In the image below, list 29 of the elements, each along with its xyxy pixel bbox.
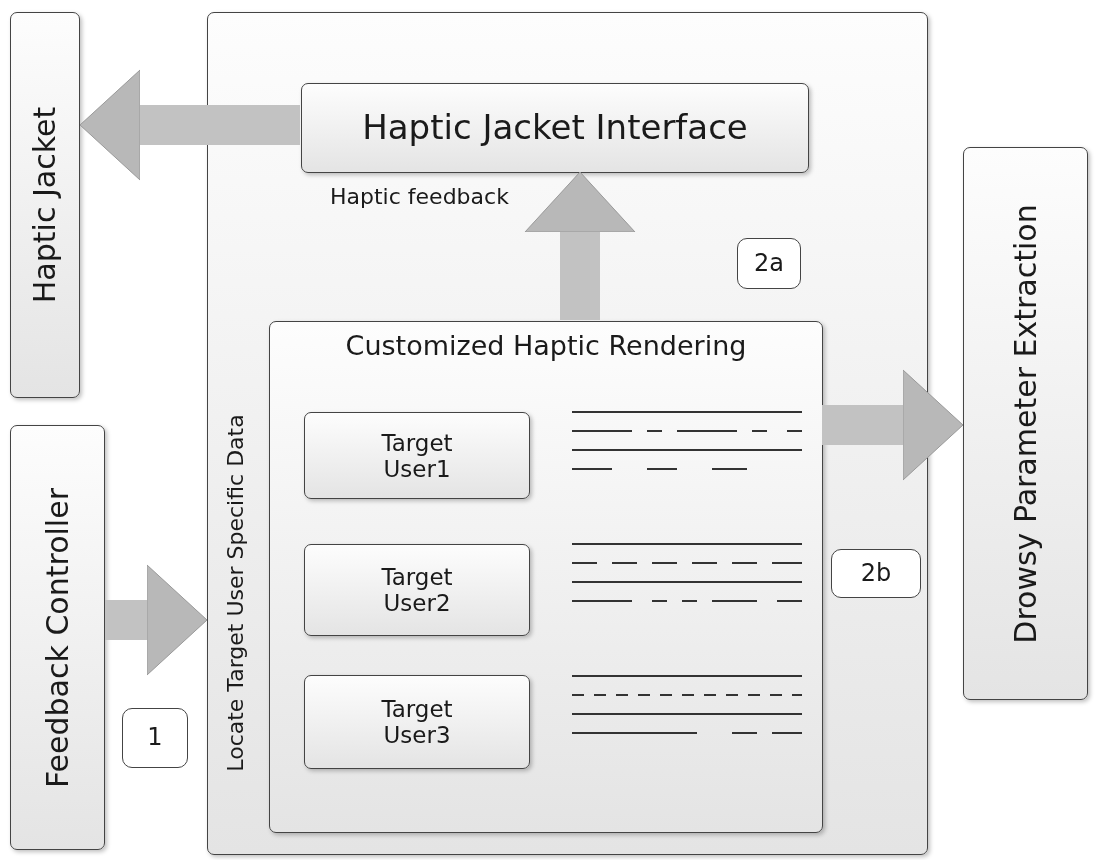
vertical-box (963, 147, 1088, 700)
step-badge (737, 238, 801, 289)
block-arrow (822, 369, 964, 481)
step-badge (122, 708, 188, 768)
vertical-box (10, 12, 80, 398)
node-label: Drowsy Parameter Extraction (1008, 202, 1043, 646)
node-label: Customized Haptic Rendering (344, 330, 748, 362)
node-label: 2b (860, 559, 892, 588)
rendering-panel (269, 321, 823, 833)
step-badge (831, 549, 921, 598)
node-label: 2a (754, 249, 784, 278)
block-arrow (105, 564, 208, 676)
user-box (304, 544, 530, 636)
user-box (304, 675, 530, 769)
container-panel (207, 12, 928, 855)
node-label: Feedback Controller (40, 486, 75, 790)
node-label: Locate Target User Specific Data (223, 414, 249, 772)
node-label: 1 (147, 724, 163, 752)
node-label: Target User2 (380, 563, 454, 617)
user-box (304, 412, 530, 499)
interface-box (301, 83, 809, 173)
vertical-box (10, 425, 105, 850)
block-arrow (524, 171, 636, 320)
edge-label: Haptic feedback (330, 184, 509, 210)
node-label: Haptic Jacket (27, 105, 63, 306)
block-arrow (79, 69, 300, 181)
node-label: Haptic Jacket Interface (362, 108, 748, 148)
node-label: Target User1 (380, 429, 454, 482)
node-label: Target User3 (380, 695, 454, 749)
